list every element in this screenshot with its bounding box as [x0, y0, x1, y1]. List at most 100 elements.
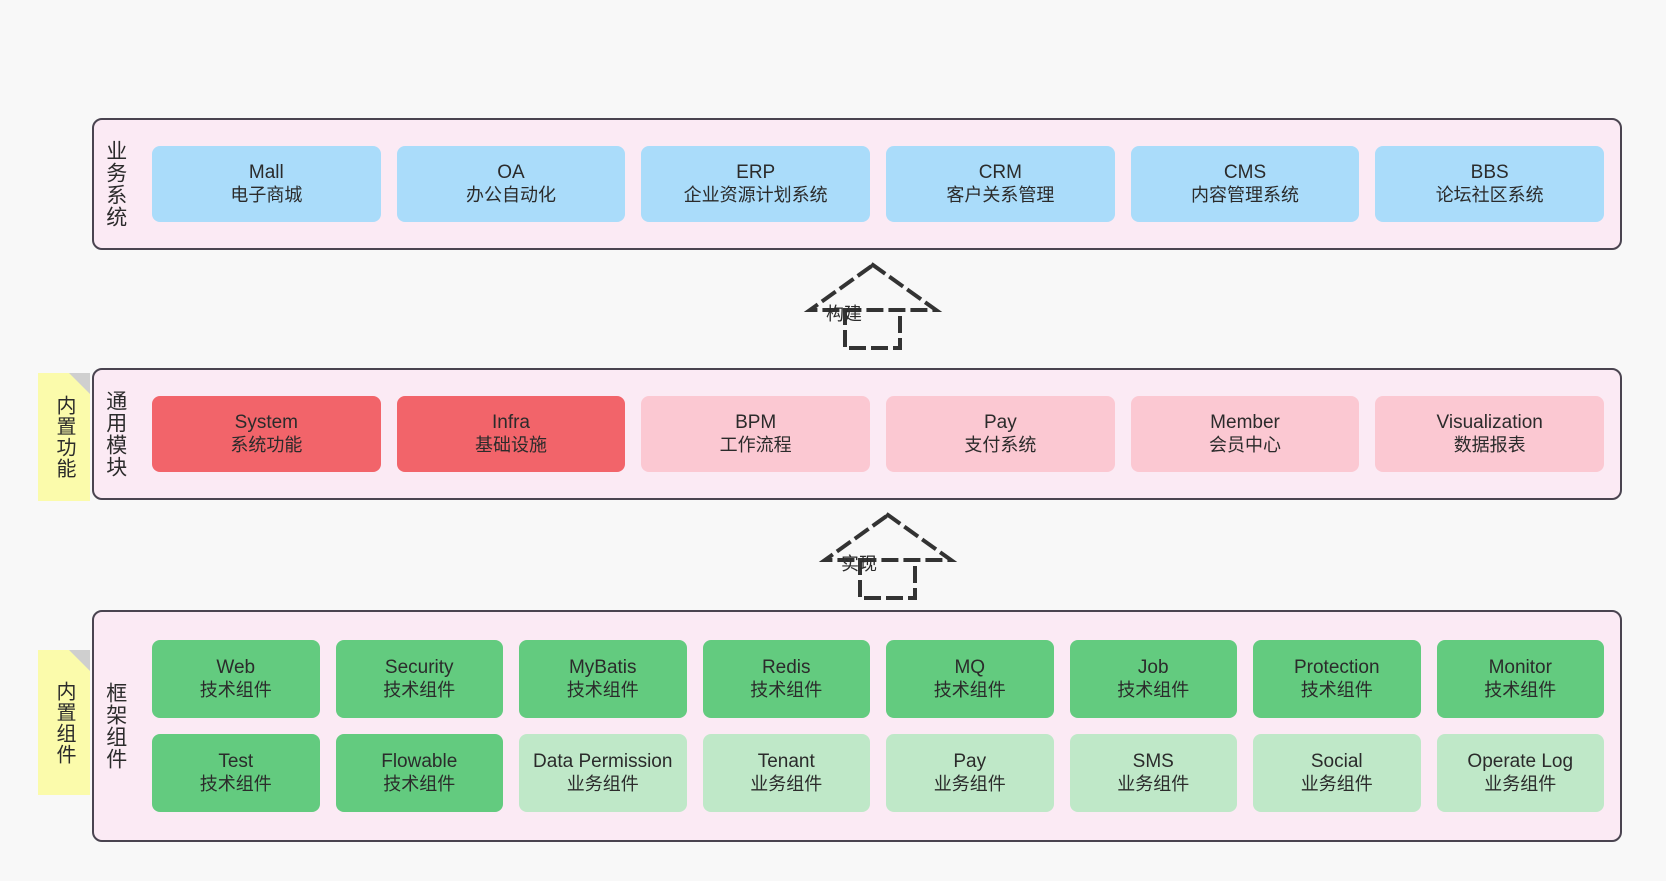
- box-visualization-title: Visualization: [1436, 412, 1543, 434]
- box-sms-desc: 业务组件: [1117, 773, 1190, 794]
- box-oa-title: OA: [497, 162, 525, 184]
- business-row: Mall 电子商城 OA 办公自动化 ERP 企业资源计划系统 CRM 客户关系…: [152, 146, 1605, 222]
- box-social-title: Social: [1310, 751, 1363, 773]
- box-sms[interactable]: SMS 业务组件: [1069, 734, 1237, 812]
- module-row: System 系统功能 Infra 基础设施 BPM 工作流程 Pay 支付系统…: [152, 396, 1605, 472]
- layer-business-system: 业务系统 Mall 电子商城 OA 办公自动化 ERP 企业资源计划系统 CRM…: [92, 118, 1622, 250]
- box-flowable[interactable]: Flowable 技术组件: [335, 734, 503, 812]
- box-data-permission-desc: 业务组件: [566, 773, 639, 794]
- box-pay-component-title: Pay: [953, 751, 987, 773]
- box-web[interactable]: Web 技术组件: [152, 640, 320, 718]
- layer-label-business-system: 业务系统: [103, 140, 127, 228]
- connector-implement: 实现: [815, 512, 965, 600]
- box-mybatis[interactable]: MyBatis 技术组件: [519, 640, 687, 718]
- sticky-note-builtin-components-text: 内置组件: [53, 680, 75, 765]
- box-system[interactable]: System 系统功能: [152, 396, 381, 472]
- box-social[interactable]: Social 业务组件: [1253, 734, 1421, 812]
- box-job-title: Job: [1137, 657, 1169, 679]
- box-job[interactable]: Job 技术组件: [1069, 640, 1237, 718]
- box-crm[interactable]: CRM 客户关系管理: [886, 146, 1115, 222]
- box-bbs[interactable]: BBS 论坛社区系统: [1375, 146, 1605, 222]
- box-cms-title: CMS: [1223, 162, 1267, 184]
- box-bpm-desc: 工作流程: [719, 434, 792, 455]
- box-tenant-title: Tenant: [757, 751, 815, 773]
- box-protection-title: Protection: [1293, 657, 1380, 679]
- build-arrow-icon: [803, 262, 943, 350]
- box-monitor-title: Monitor: [1488, 657, 1552, 679]
- box-security-title: Security: [384, 657, 454, 679]
- box-mall-desc: 电子商城: [230, 184, 303, 205]
- box-flowable-title: Flowable: [381, 751, 458, 773]
- box-pay-module-title: Pay: [983, 412, 1017, 434]
- box-member[interactable]: Member 会员中心: [1130, 396, 1360, 472]
- box-redis[interactable]: Redis 技术组件: [702, 640, 870, 718]
- box-pay-module-desc: 支付系统: [964, 434, 1037, 455]
- connector-build: 构建: [800, 262, 950, 350]
- box-test-desc: 技术组件: [199, 773, 272, 794]
- box-sms-title: SMS: [1132, 751, 1174, 773]
- box-mq-desc: 技术组件: [933, 679, 1006, 700]
- box-erp-desc: 企业资源计划系统: [683, 184, 828, 205]
- box-redis-title: Redis: [761, 657, 811, 679]
- sticky-note-builtin-features: 内置功能: [38, 373, 90, 501]
- box-pay-component-desc: 业务组件: [933, 773, 1006, 794]
- framework-row-technical: Web 技术组件 Security 技术组件 MyBatis 技术组件 Redi…: [152, 640, 1604, 718]
- box-security[interactable]: Security 技术组件: [335, 640, 503, 718]
- box-system-title: System: [234, 412, 299, 434]
- box-operate-log-desc: 业务组件: [1484, 773, 1557, 794]
- box-test-title: Test: [218, 751, 254, 773]
- box-bpm[interactable]: BPM 工作流程: [641, 396, 871, 472]
- box-flowable-desc: 技术组件: [383, 773, 456, 794]
- box-pay-module[interactable]: Pay 支付系统: [886, 396, 1115, 472]
- box-cms[interactable]: CMS 内容管理系统: [1130, 146, 1360, 222]
- framework-row-business: Test 技术组件 Flowable 技术组件 Data Permission …: [152, 734, 1604, 812]
- box-erp-title: ERP: [736, 162, 776, 184]
- layer-body-framework-component: Web 技术组件 Security 技术组件 MyBatis 技术组件 Redi…: [136, 612, 1620, 840]
- box-data-permission-title: Data Permission: [533, 751, 673, 773]
- box-security-desc: 技术组件: [383, 679, 456, 700]
- box-monitor-desc: 技术组件: [1484, 679, 1557, 700]
- box-mybatis-desc: 技术组件: [566, 679, 639, 700]
- layer-label-common-module: 通用模块: [103, 390, 127, 478]
- box-mq[interactable]: MQ 技术组件: [886, 640, 1054, 718]
- layer-body-business-system: Mall 电子商城 OA 办公自动化 ERP 企业资源计划系统 CRM 客户关系…: [136, 120, 1620, 248]
- box-protection[interactable]: Protection 技术组件: [1253, 640, 1421, 718]
- box-infra[interactable]: Infra 基础设施: [396, 396, 626, 472]
- box-mq-title: MQ: [954, 657, 986, 679]
- box-test[interactable]: Test 技术组件: [152, 734, 320, 812]
- connector-implement-label: 实现: [841, 554, 877, 574]
- box-oa[interactable]: OA 办公自动化: [396, 146, 626, 222]
- box-mall[interactable]: Mall 电子商城: [152, 146, 381, 222]
- box-pay-component[interactable]: Pay 业务组件: [886, 734, 1054, 812]
- box-protection-desc: 技术组件: [1300, 679, 1373, 700]
- box-tenant[interactable]: Tenant 业务组件: [702, 734, 870, 812]
- box-infra-title: Infra: [491, 412, 531, 434]
- box-operate-log-title: Operate Log: [1467, 751, 1574, 773]
- sticky-note-builtin-features-text: 内置功能: [53, 395, 75, 479]
- box-operate-log[interactable]: Operate Log 业务组件: [1436, 734, 1604, 812]
- box-web-desc: 技术组件: [199, 679, 272, 700]
- box-bbs-desc: 论坛社区系统: [1435, 184, 1544, 205]
- box-oa-desc: 办公自动化: [466, 184, 556, 205]
- layer-label-framework-component: 框架组件: [103, 682, 127, 770]
- box-job-desc: 技术组件: [1117, 679, 1190, 700]
- box-tenant-desc: 业务组件: [750, 773, 823, 794]
- implement-arrow-icon: [818, 512, 958, 600]
- box-erp[interactable]: ERP 企业资源计划系统: [641, 146, 871, 222]
- box-data-permission[interactable]: Data Permission 业务组件: [519, 734, 687, 812]
- box-visualization-desc: 数据报表: [1453, 434, 1526, 455]
- box-visualization[interactable]: Visualization 数据报表: [1375, 396, 1605, 472]
- box-bpm-title: BPM: [735, 412, 777, 434]
- layer-body-common-module: System 系统功能 Infra 基础设施 BPM 工作流程 Pay 支付系统…: [136, 370, 1620, 498]
- box-member-desc: 会员中心: [1209, 434, 1282, 455]
- box-mybatis-title: MyBatis: [568, 657, 637, 679]
- box-mall-title: Mall: [248, 162, 284, 184]
- box-infra-desc: 基础设施: [475, 434, 547, 455]
- connector-build-label: 构建: [826, 304, 862, 324]
- box-monitor[interactable]: Monitor 技术组件: [1436, 640, 1604, 718]
- layer-common-module: 通用模块 System 系统功能 Infra 基础设施 BPM 工作流程 Pay…: [92, 368, 1622, 500]
- box-member-title: Member: [1210, 412, 1280, 434]
- box-crm-title: CRM: [978, 162, 1022, 184]
- layer-framework-component: 框架组件 Web 技术组件 Security 技术组件 MyBatis 技术组件…: [92, 610, 1622, 842]
